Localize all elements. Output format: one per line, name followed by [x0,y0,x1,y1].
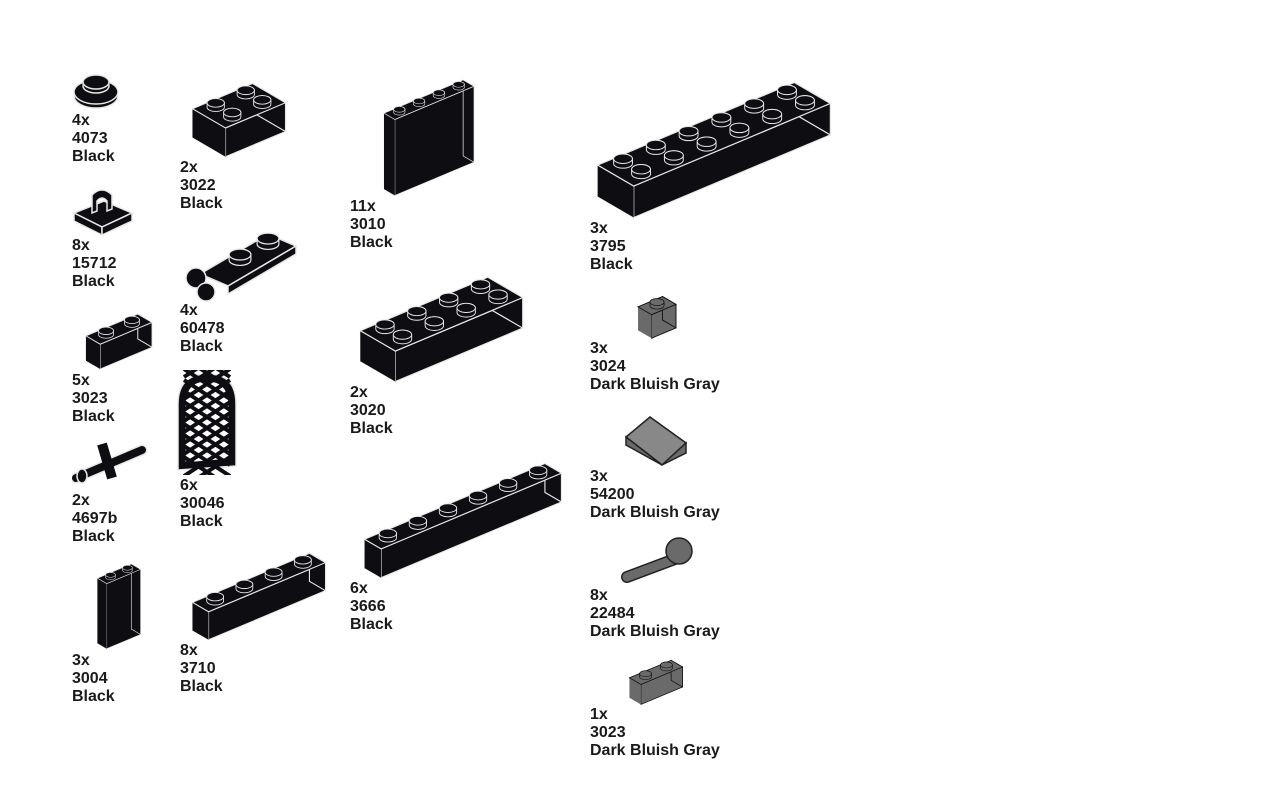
part-quantity: 3x [590,468,608,485]
part-number: 22484 [590,605,635,622]
part-color: Black [180,338,223,355]
part-22484-icon [621,537,693,583]
part-number: 30046 [180,495,225,512]
part-color: Black [180,678,223,695]
part-quantity: 3x [72,652,90,669]
part-color: Black [350,234,393,251]
part-color: Black [590,256,633,273]
part-3022-icon [191,82,287,158]
part-3024-icon [637,295,677,339]
part-color: Black [72,688,115,705]
part-number: 3024 [590,358,626,375]
part-number: 4697b [72,510,118,527]
part-quantity: 8x [72,237,90,254]
part-3710-icon [191,552,327,641]
part-quantity: 8x [590,587,608,604]
part-number: 54200 [590,486,635,503]
part-number: 15712 [72,255,117,272]
part-3666-icon [363,462,563,579]
part-number: 3023 [590,724,626,741]
part-60478-icon [185,232,298,302]
part-color: Dark Bluish Gray [590,504,720,521]
part-number: 4073 [72,130,108,147]
part-number: 60478 [180,320,225,337]
part-number: 3023 [72,390,108,407]
part-3010-icon [383,79,475,197]
part-number: 3020 [350,402,386,419]
part-quantity: 2x [180,159,198,176]
part-quantity: 5x [72,372,90,389]
part-number: 3710 [180,660,216,677]
part-quantity: 6x [350,580,368,597]
part-4073-icon [73,74,119,109]
part-quantity: 4x [180,302,198,319]
part-quantity: 4x [72,112,90,129]
part-quantity: 1x [590,706,608,723]
part-color: Black [350,420,393,437]
part-30046-icon [177,370,237,475]
part-number: 3795 [590,238,626,255]
part-quantity: 8x [180,642,198,659]
part-quantity: 2x [72,492,90,509]
part-3023-icon [628,659,684,706]
part-3023-icon [84,313,154,370]
part-number: 3004 [72,670,108,687]
part-number: 3666 [350,598,386,615]
part-color: Black [180,195,223,212]
part-quantity: 3x [590,340,608,357]
part-color: Black [350,616,393,633]
part-54200-icon [624,416,688,466]
part-3004-icon [96,563,142,650]
part-quantity: 6x [180,477,198,494]
part-quantity: 3x [590,220,608,237]
part-color: Dark Bluish Gray [590,376,720,393]
part-3020-icon [358,276,525,383]
part-color: Dark Bluish Gray [590,623,720,640]
part-color: Black [72,273,115,290]
part-color: Black [72,528,115,545]
part-color: Black [180,513,223,530]
part-4697b-icon [72,442,148,484]
part-number: 3022 [180,177,216,194]
part-color: Dark Bluish Gray [590,742,720,759]
part-quantity: 11x [350,198,376,215]
part-15712-icon [72,189,134,237]
part-color: Black [72,148,115,165]
part-3795-icon [596,81,832,219]
part-color: Black [72,408,115,425]
part-quantity: 2x [350,384,368,401]
part-number: 3010 [350,216,386,233]
